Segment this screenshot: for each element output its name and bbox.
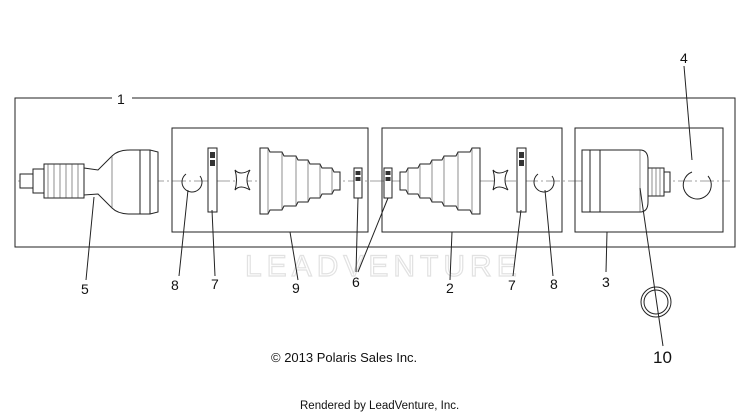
watermark-text: LEADVENTURE [245, 250, 522, 283]
inner-cv-joint-frame [574, 127, 724, 233]
callout-8-left: 8 [171, 277, 179, 293]
outer-boot-part [259, 147, 341, 215]
callout-6: 6 [352, 274, 360, 290]
callout-7-right: 7 [508, 277, 516, 293]
callout-1: 1 [117, 91, 125, 107]
callout-5: 5 [81, 281, 89, 297]
callout-9: 9 [292, 280, 300, 296]
callout-10: 10 [653, 348, 672, 367]
outer-boot-kit-frame [171, 127, 369, 233]
rendered-by-text: Rendered by LeadVenture, Inc. [300, 400, 459, 412]
large-circlip-part [682, 171, 712, 200]
clamp-right-part [516, 147, 527, 213]
callout-8-right: 8 [550, 276, 558, 292]
circlip-left-part [181, 173, 203, 193]
watermark: LEADVENTURE [244, 249, 522, 283]
callout-7-left: 7 [211, 276, 219, 292]
callout-2: 2 [446, 280, 454, 296]
inner-cv-housing-part [581, 149, 671, 213]
outer-cv-joint-part [19, 149, 159, 215]
inner-boot-part [399, 147, 481, 215]
leader-lines [85, 65, 693, 347]
small-clamp-right-part [383, 167, 393, 199]
small-clamp-left-part [353, 167, 363, 199]
spider-star-right [492, 169, 509, 191]
inner-boot-kit-frame [381, 127, 563, 233]
assembly-frame [14, 97, 736, 248]
spider-star-left [234, 169, 251, 191]
copyright-text: © 2013 Polaris Sales Inc. [271, 350, 417, 365]
ring-part [640, 286, 672, 318]
callout-3: 3 [602, 274, 610, 290]
circlip-right-part [533, 173, 555, 193]
callout-4: 4 [680, 50, 688, 66]
clamp-left-part [207, 147, 218, 213]
